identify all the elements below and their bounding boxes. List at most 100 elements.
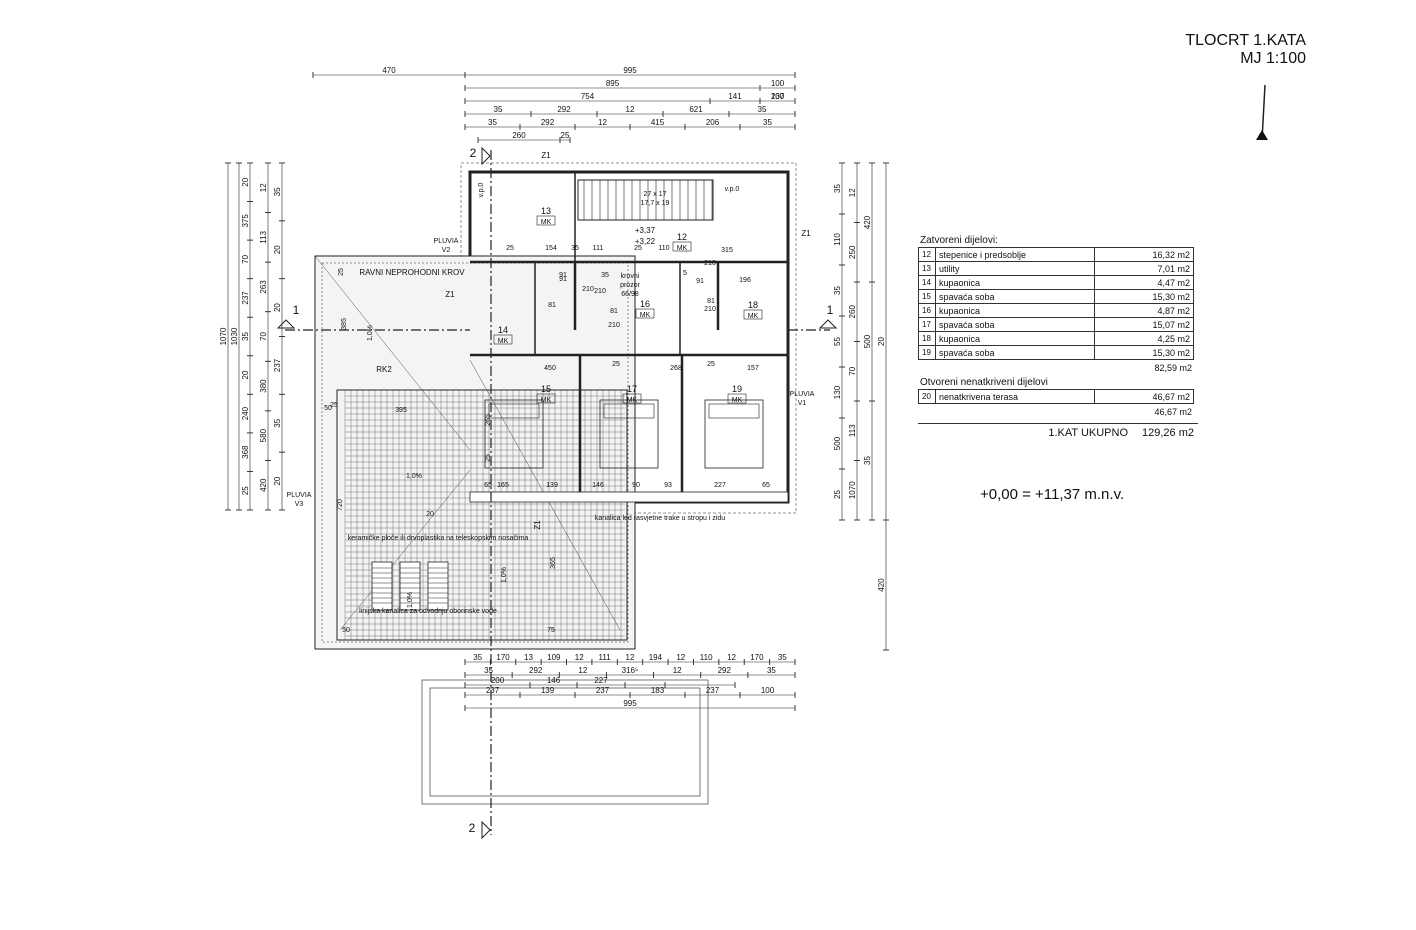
interior-dim-label: 111 xyxy=(593,245,604,252)
bottom-dim-4-label: 100 xyxy=(761,686,775,695)
left-dim-e-label: 20 xyxy=(273,245,282,254)
closed-name-cell: stepenice i predsoblje xyxy=(935,247,1095,262)
left-dim-c-label: 237 xyxy=(241,291,250,305)
pluvia-v3-label: V3 xyxy=(295,501,304,508)
closed-num-cell: 17 xyxy=(918,317,936,332)
interior-dim-label: 450 xyxy=(544,365,556,372)
top-dim-2-label: 100 xyxy=(771,79,785,88)
bottom-dim-1-label: 35 xyxy=(473,653,482,662)
interior-dim-label: 720 xyxy=(337,499,344,511)
room-tag-box xyxy=(536,393,556,404)
interior-dim-label: 25 xyxy=(485,454,492,462)
left-dim-d-label: 263 xyxy=(259,280,268,294)
bottom-dim-1-label: 12 xyxy=(727,653,736,662)
right-dim-b-label: 260 xyxy=(848,305,857,319)
interior-dim-label: 210 xyxy=(704,306,716,313)
bottom-dim-1-label: 12 xyxy=(575,653,584,662)
open-num-cell: 20 xyxy=(918,389,936,404)
north-arrow-icon xyxy=(1256,130,1268,140)
room-tag-box xyxy=(727,393,747,404)
bottom-dim-3-label: 227 xyxy=(594,676,608,685)
pluvia-v3-label: PLUVIA xyxy=(287,492,312,499)
left-dim-c-label: 240 xyxy=(241,406,250,420)
top-dim-5-label: 206 xyxy=(706,118,720,127)
bottom-dim-4-label: 237 xyxy=(486,686,500,695)
room-number: 13 xyxy=(541,206,551,216)
bottom-dim-2-label: 316⁵ xyxy=(622,666,639,675)
walls xyxy=(276,84,1268,840)
section-label: 1 xyxy=(827,303,834,317)
bottom-dim-4-label: 183 xyxy=(651,686,665,695)
bottom-dim-1-label: 13 xyxy=(524,653,533,662)
bottom-dim-5-label: 995 xyxy=(623,699,637,708)
interior-dim-label: 91 xyxy=(696,278,704,285)
top-dim-2-label: 895 xyxy=(606,79,620,88)
section-label: 1 xyxy=(293,303,300,317)
room-number: 16 xyxy=(640,299,650,309)
stair-label: 17,7 x 19 xyxy=(641,200,670,207)
top-dim-5-label: 35 xyxy=(763,118,772,127)
drawing-title: TLOCRT 1.KATA xyxy=(1185,32,1306,49)
right-dim-a-label: 500 xyxy=(833,436,842,450)
bottom-dim-2-label: 292 xyxy=(529,666,543,675)
interior-dim-label: 81 xyxy=(707,298,715,305)
stair-outline xyxy=(577,179,714,221)
right-dim-a-label: 130 xyxy=(833,385,842,399)
pluvia-v2-label: V2 xyxy=(442,247,451,254)
interior-dim-label: 365 xyxy=(550,557,557,569)
terrace-outline xyxy=(336,389,628,641)
top-dim-4-label: 621 xyxy=(689,105,703,114)
top-dim-5-label: 292 xyxy=(541,118,555,127)
right-dim-d-label: 20 xyxy=(877,337,886,346)
room-tag: MK xyxy=(732,397,743,404)
interior-dim-label: 93 xyxy=(664,482,672,489)
slope-label: 1,0% xyxy=(501,567,508,583)
slope-label: 1,0% xyxy=(406,473,422,480)
right-dim-c-label: 500 xyxy=(863,334,872,348)
z1-label: Z1 xyxy=(445,290,455,299)
interior-dim-label: 210 xyxy=(582,286,594,293)
right-dim-a-label: 35 xyxy=(833,184,842,193)
right-dim-a-label: 25 xyxy=(833,490,842,499)
bottom-dim-4-label: 139 xyxy=(541,686,555,695)
top-dim-4-label: 12 xyxy=(626,105,635,114)
room-tag-box xyxy=(635,308,655,319)
interior-dim-label: 227 xyxy=(714,482,726,489)
ceramic-label: keramičke ploče ili drvoplastika na tele… xyxy=(348,535,529,542)
interior-dim-label: 35 xyxy=(601,272,609,279)
top-dim-6-label: 260 xyxy=(512,131,526,140)
top-dim-3-label: 141 xyxy=(728,92,742,101)
interior-dim-label: 25 xyxy=(506,245,514,252)
right-dim-a-label: 35 xyxy=(833,286,842,295)
elevation-reference: +0,00 = +11,37 m.n.v. xyxy=(980,486,1125,503)
top-dim-5-label: 12 xyxy=(598,118,607,127)
room-tag: MK xyxy=(498,338,509,345)
left-dim-c-label: 70 xyxy=(241,254,250,263)
room-tag: MK xyxy=(640,312,651,319)
interior-dim-label: 210 xyxy=(608,322,620,329)
skylight-label: krovni xyxy=(621,273,640,280)
closed-val-cell: 15,30 m2 xyxy=(1094,345,1194,360)
closed-val-cell: 7,01 m2 xyxy=(1094,261,1194,276)
top-dim-5-label: 35 xyxy=(488,118,497,127)
left-dim-e-label: 35 xyxy=(273,187,282,196)
closed-name-cell: spavaća soba xyxy=(935,345,1095,360)
closed-num-cell: 19 xyxy=(918,345,936,360)
room-tag: MK xyxy=(748,313,759,320)
closed-val-cell: 4,47 m2 xyxy=(1094,275,1194,290)
z1-label: Z1 xyxy=(801,229,811,238)
interior-dim-label: 146 xyxy=(592,482,604,489)
interior-dim-label: 385 xyxy=(341,318,348,330)
top-dim-4-label: 35 xyxy=(494,105,503,114)
closed-name-cell: spavaća soba xyxy=(935,289,1095,304)
interior-dim-label: 35 xyxy=(571,245,579,252)
rk2-label: RK2 xyxy=(376,365,392,374)
left-dim-e-label: 35 xyxy=(273,418,282,427)
interior-dim-label: 25 xyxy=(707,361,715,368)
right-dim-b-label: 12 xyxy=(848,188,857,197)
interior-dim-label: 25 xyxy=(634,245,642,252)
